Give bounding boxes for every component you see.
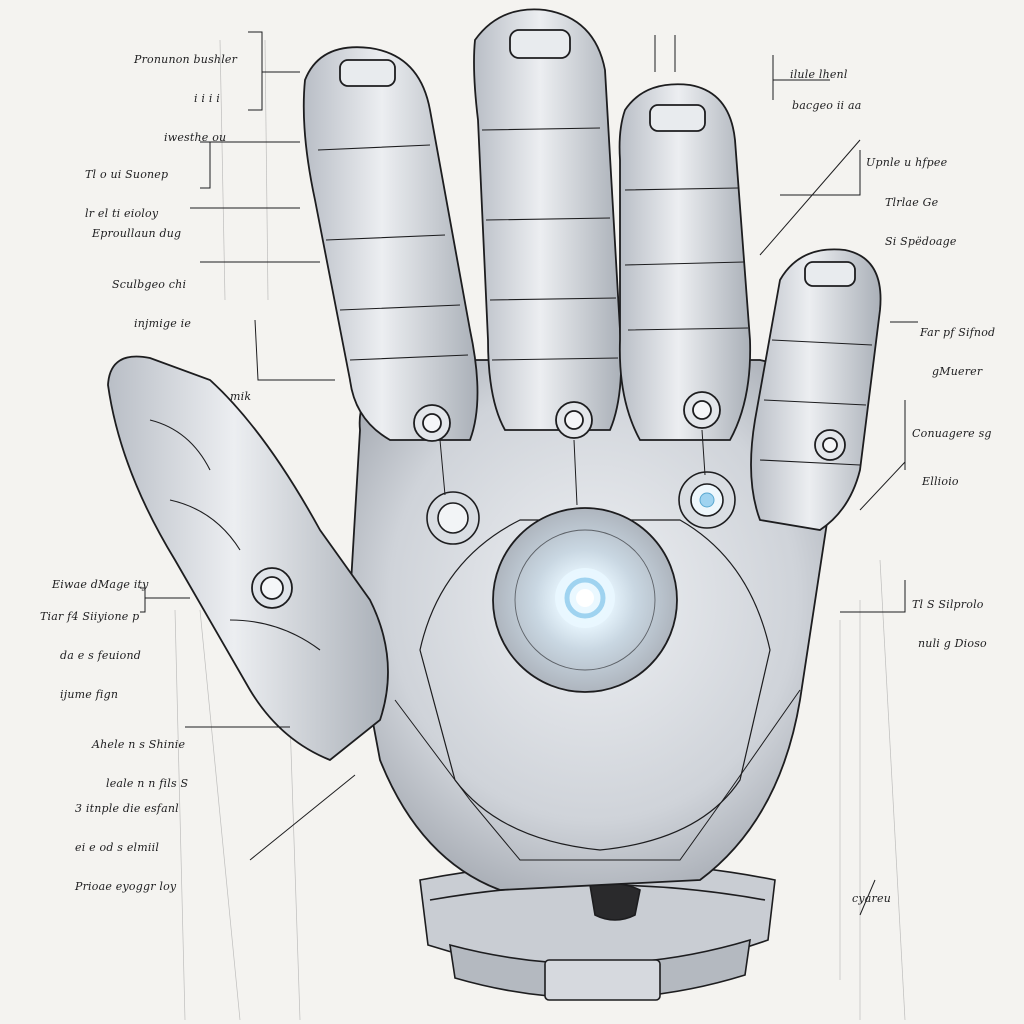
annotation-mid-right-2: Conuagere sg <box>912 401 992 453</box>
annotation-bottom-left-2: 3 itnple die esfanl ei e od s elmiil Pri… <box>75 776 179 906</box>
annotation-top-right-2: bacgeo ii aa <box>792 73 861 125</box>
annotation-line: injmige ie <box>134 317 192 330</box>
annotation-line: nuli g Dioso <box>918 637 987 650</box>
annotation-line: leale n n fils S <box>106 777 189 790</box>
ring-finger <box>618 83 752 441</box>
annotation-mid-right-3: Ellioio <box>922 449 959 501</box>
annotation-line: Pronunon bushler <box>134 53 238 66</box>
pinky-finger <box>750 248 882 531</box>
annotation-top-right-1: ilule lhenl <box>790 42 848 94</box>
thumb <box>107 355 389 762</box>
index-finger <box>302 46 479 442</box>
leader-lines <box>140 31 918 916</box>
annotation-top-left-2: Tl o ui Suonep lr el ti eioloy <box>85 142 168 233</box>
annotation-line: Si Spëdoage <box>885 235 957 248</box>
palm-core <box>492 507 678 693</box>
annotation-line: mik <box>230 390 252 403</box>
annotation-line: Conuagere sg <box>912 427 992 440</box>
annotation-line: Prioae eyoggr loy <box>75 880 177 893</box>
annotation-line: Far pf Sifnod <box>920 326 996 339</box>
annotation-bottom-right-1: cyareu <box>852 866 891 918</box>
construction-lines <box>174 39 906 1021</box>
middle-finger <box>473 8 623 439</box>
annotation-line: ilule lhenl <box>790 68 848 81</box>
annotation-line: 3 itnple die esfanl <box>75 802 179 815</box>
annotation-line: Sculbgeo chi <box>112 278 187 291</box>
annotation-line: Ahele n s Shinie <box>92 738 186 751</box>
annotation-top-left-5: mik <box>230 364 251 416</box>
annotation-line: Tiar f4 Siiyione p <box>40 610 140 623</box>
annotation-line: Tl S Silprolo <box>912 598 984 611</box>
annotation-top-right-3: Upnle u hfpee <box>866 130 947 182</box>
annotation-line: bacgeo ii aa <box>792 99 862 112</box>
annotation-mid-left-1: Eiwae dMage ity <box>52 552 149 604</box>
annotation-line: Upnle u hfpee <box>866 156 948 169</box>
annotation-top-left-1: Pronunon bushler i i i i iwesthe ou <box>134 27 237 157</box>
annotation-line: iwesthe ou <box>164 131 227 144</box>
annotation-top-right-4: Tlrlae Ge Si Spëdoage <box>885 170 957 261</box>
annotation-mid-right-4: Tl S Silprolo nuli g Dioso <box>912 572 987 663</box>
annotation-line: da e s feuiond <box>60 649 141 662</box>
annotation-line: Ellioio <box>922 475 959 488</box>
annotation-mid-right-1: Far pf Sifnod gMuerer <box>920 300 995 391</box>
annotation-line: gMuerer <box>932 365 983 378</box>
annotation-line: ijume fign <box>60 688 119 701</box>
annotation-line: Eiwae dMage ity <box>52 578 149 591</box>
annotation-line: Tlrlae Ge <box>885 196 939 209</box>
annotation-line: i i i i <box>194 92 220 105</box>
annotation-bottom-left-1: Ahele n s Shinie leale n n fils S <box>92 712 188 803</box>
annotation-line: ei e od s elmiil <box>75 841 160 854</box>
annotation-line: Tl o ui Suonep <box>85 168 169 181</box>
knuckle-nodes <box>426 429 736 545</box>
annotation-line: Eproullaun dug <box>92 227 182 240</box>
annotation-mid-left-2: Tiar f4 Siiyione p da e s feuiond ijume … <box>40 584 141 714</box>
annotation-top-left-3: Eproullaun dug <box>92 201 181 253</box>
annotation-line: cyareu <box>852 892 891 905</box>
annotation-line: lr el ti eioloy <box>85 207 159 220</box>
annotation-top-left-4: Sculbgeo chi injmige ie <box>112 252 191 343</box>
